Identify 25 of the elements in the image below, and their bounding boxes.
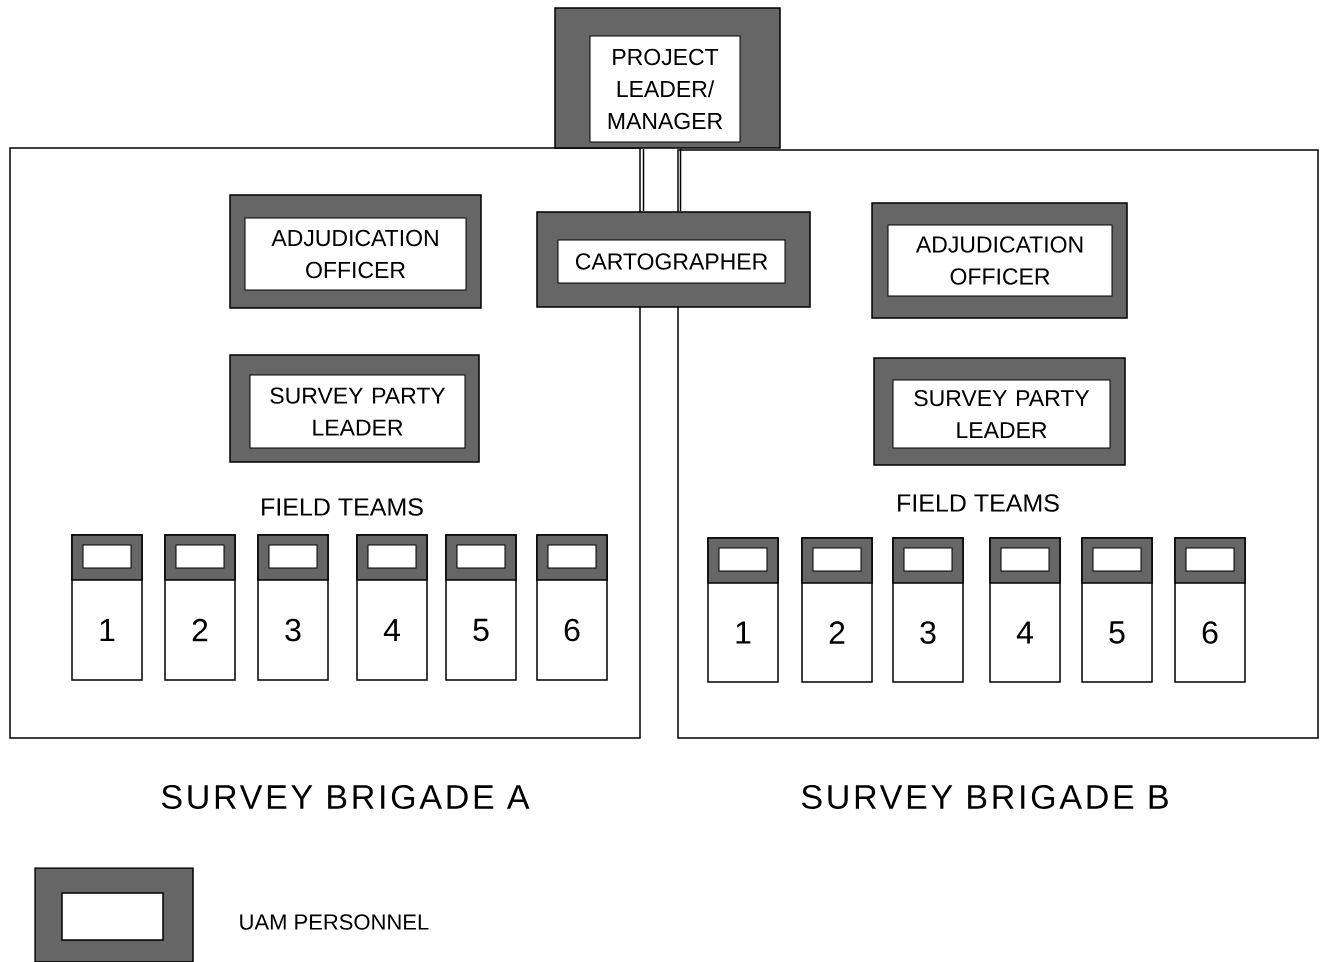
field-team-box: 2 xyxy=(801,537,873,683)
field-team-box: 3 xyxy=(257,534,329,681)
field-team-box: 5 xyxy=(445,534,517,681)
section-heading: FIELD TEAMS xyxy=(898,494,1059,512)
staff-box: SURVEY PARTY LEADER xyxy=(229,354,480,463)
legend-label: UAM PERSONNEL xyxy=(240,914,429,930)
staff-box: CARTOGRAPHER xyxy=(536,211,811,308)
field-team-box: 4 xyxy=(356,534,428,681)
field-team-box: 3 xyxy=(892,537,964,683)
field-team-box: 1 xyxy=(707,537,779,683)
field-team-box: 1 xyxy=(71,534,143,681)
field-team-box: 6 xyxy=(536,534,608,681)
connector-line xyxy=(679,148,682,212)
staff-box: ADJUDICATION OFFICER xyxy=(871,202,1128,319)
field-team-box: 4 xyxy=(989,537,1061,683)
connector-line xyxy=(642,148,645,212)
node-label: SURVEY BRIGADE A xyxy=(161,784,530,810)
field-team-box: 5 xyxy=(1081,537,1153,683)
section-heading: FIELD TEAMS xyxy=(262,498,423,516)
staff-box: ADJUDICATION OFFICER xyxy=(229,194,482,309)
field-team-box: 2 xyxy=(164,534,236,681)
field-team-box: 6 xyxy=(1174,537,1246,683)
node-label: SURVEY BRIGADE B xyxy=(801,784,1168,810)
staff-box: PROJECT LEADER/ MANAGER xyxy=(554,7,781,149)
staff-box: SURVEY PARTY LEADER xyxy=(873,357,1126,466)
